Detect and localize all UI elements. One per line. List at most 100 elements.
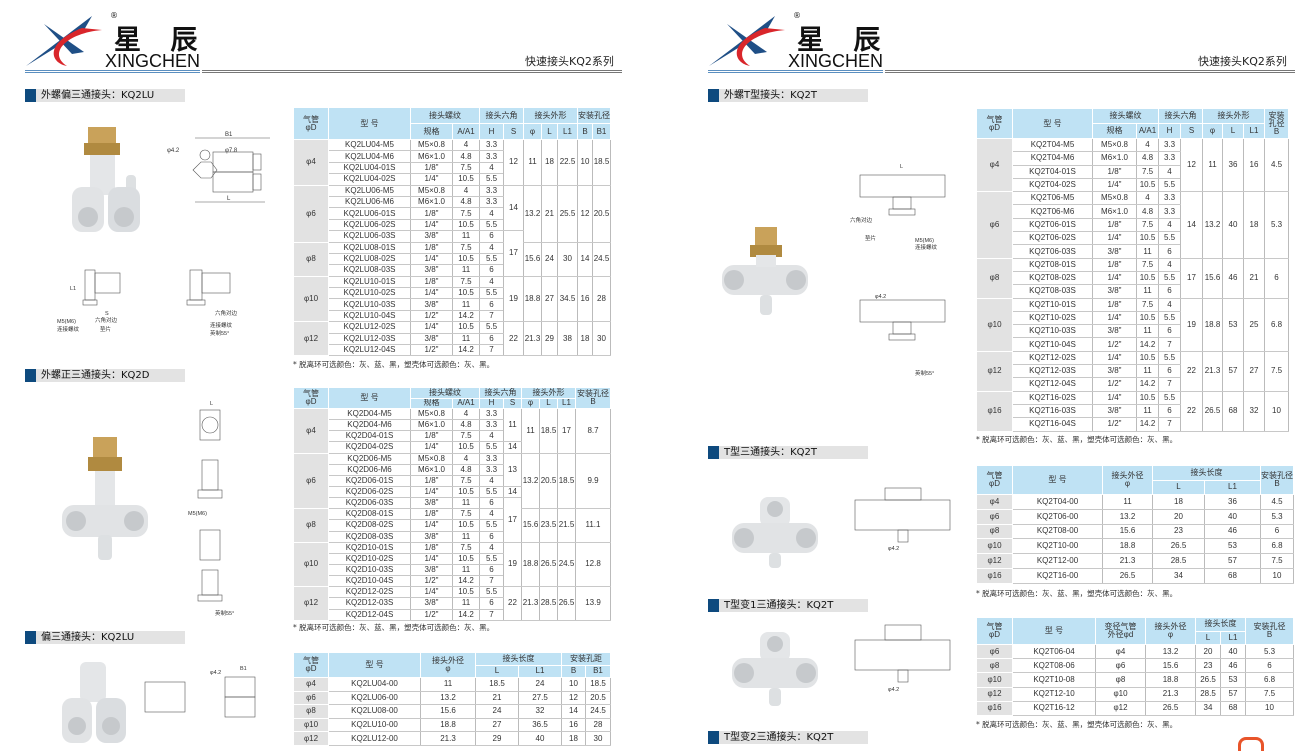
table-cell: KQ2T10-00	[1012, 538, 1103, 555]
tube-diameter-cell: φ8	[293, 508, 329, 543]
table-cell: 13.2	[1202, 191, 1223, 259]
table-cell: 4	[479, 241, 504, 254]
table-cell: 11	[1136, 403, 1159, 419]
tube-diameter-cell: φ6	[293, 452, 329, 510]
table-cell: KQ2LU10-04S	[328, 309, 411, 323]
drawing-kq2lu-top: B1 φ4.2 φ7.8 L	[167, 132, 270, 203]
section-title-kq2lu: 偏三通接头：KQ2LU	[25, 631, 185, 644]
table-cell: KQ2T06-M5	[1012, 191, 1093, 206]
table-cell: 16	[561, 717, 586, 733]
table-cell: 11	[1136, 324, 1159, 339]
column-header: 规格	[410, 123, 453, 140]
table-cell: 27	[475, 717, 519, 733]
column-header: 型 号	[1012, 465, 1103, 495]
tube-diameter-cell: φ16	[976, 567, 1013, 584]
column-header: L	[1152, 479, 1205, 495]
table-cell: 6.8	[1260, 538, 1294, 555]
table-cell: KQ2T06-02S	[1012, 231, 1093, 246]
table-cell: 13.2	[1145, 643, 1196, 660]
table-cell: 10.5	[452, 485, 480, 499]
table-cell: 26.5	[1102, 567, 1153, 584]
table-cell: KQ2T04-02S	[1012, 177, 1093, 193]
table-cell: 34	[1152, 567, 1205, 584]
table-cell: 4.8	[1136, 151, 1159, 166]
table-cell: 18.5	[539, 408, 558, 454]
table-cell: 6	[479, 264, 504, 277]
logo-chinese: 星 辰	[797, 25, 891, 56]
table-cell: 17	[557, 408, 576, 454]
table-cell: 10.5	[452, 586, 480, 599]
table-cell: 26.5	[1202, 390, 1223, 432]
table-cell: M5×0.8	[410, 138, 453, 152]
table-cell: 10.5	[452, 552, 480, 565]
table-cell: 18	[541, 139, 558, 186]
dim-label-s: S	[105, 311, 109, 317]
table-cell: 17	[503, 497, 522, 543]
table-cell: 1/4"	[410, 586, 453, 599]
table-cell: 21.3	[521, 586, 540, 621]
tube-diameter-cell: φ4	[293, 408, 329, 454]
tube-diameter-cell: φ12	[976, 553, 1013, 569]
table-cell: 15.6	[1102, 523, 1153, 540]
table-cell: 11	[521, 408, 540, 454]
table-cell: KQ2D08-01S	[328, 508, 411, 521]
column-header: B1	[592, 123, 611, 140]
table-cell: 6	[1158, 244, 1181, 259]
table-cell: KQ2T06-M6	[1012, 204, 1093, 219]
column-header: 接头外形	[1202, 108, 1265, 124]
table-cell: KQ2T06-01S	[1012, 217, 1093, 233]
dim-label-thread: 连接螺纹	[210, 321, 233, 329]
table-cell: KQ2T04-M5	[1012, 137, 1093, 153]
dim-label-b1: B1	[240, 666, 247, 672]
drawing-kq2t-reducer1: φ4.2	[854, 624, 951, 693]
table-cell: 7	[479, 309, 504, 323]
table-cell: 11	[523, 139, 542, 186]
table-cell: KQ2D10-02S	[328, 552, 411, 565]
table-cell: 3/8"	[1092, 244, 1137, 259]
dim-label-washer: 垫片	[865, 234, 876, 242]
table-cell: 11	[1136, 244, 1159, 259]
column-header: H	[479, 397, 504, 409]
table-cell: 68	[1222, 390, 1244, 432]
logo-english: XINGCHEN	[105, 51, 201, 71]
table-cell: 6	[1158, 364, 1181, 379]
table-cell: KQ2LU10-00	[328, 717, 421, 733]
dim-label-m5: M5(M6)	[57, 319, 76, 325]
table-cell: 14.2	[452, 608, 480, 621]
table-cell: 15.6	[1202, 257, 1223, 299]
dim-label-l: L	[210, 401, 213, 407]
tube-diameter-cell: φ8	[293, 241, 329, 277]
table-cell: 7.5	[452, 474, 480, 487]
column-header: 接头外形	[521, 387, 576, 399]
table-cell: 5.5	[479, 321, 504, 334]
table-cell: 10.5	[452, 519, 480, 532]
table-cell: KQ2LU08-03S	[328, 264, 411, 277]
table-cell: 1/8"	[410, 508, 453, 521]
color-note: * 脱离环可选颜色：灰、蓝、黑，塑壳体可选颜色：灰、黑。	[976, 435, 1178, 444]
table-cell: 15.6	[1145, 658, 1196, 674]
table-cell: KQ2LU10-02S	[328, 287, 411, 300]
table-cell: 5.5	[1158, 390, 1181, 405]
table-cell: 3.3	[1158, 151, 1181, 166]
drawing-kq2t: φ4.2	[854, 487, 951, 552]
column-header: 接头螺纹	[1092, 108, 1159, 124]
table-cell: KQ2T10-01S	[1012, 297, 1093, 312]
column-header: 接头螺纹	[410, 387, 480, 399]
color-note: * 脱离环可选颜色：灰、蓝、黑，塑壳体可选颜色：灰、黑。	[976, 720, 1178, 729]
dim-label-m5: M5(M6)	[188, 511, 207, 517]
table-cell: 46	[1220, 658, 1246, 674]
tube-diameter-cell: φ10	[293, 541, 329, 588]
